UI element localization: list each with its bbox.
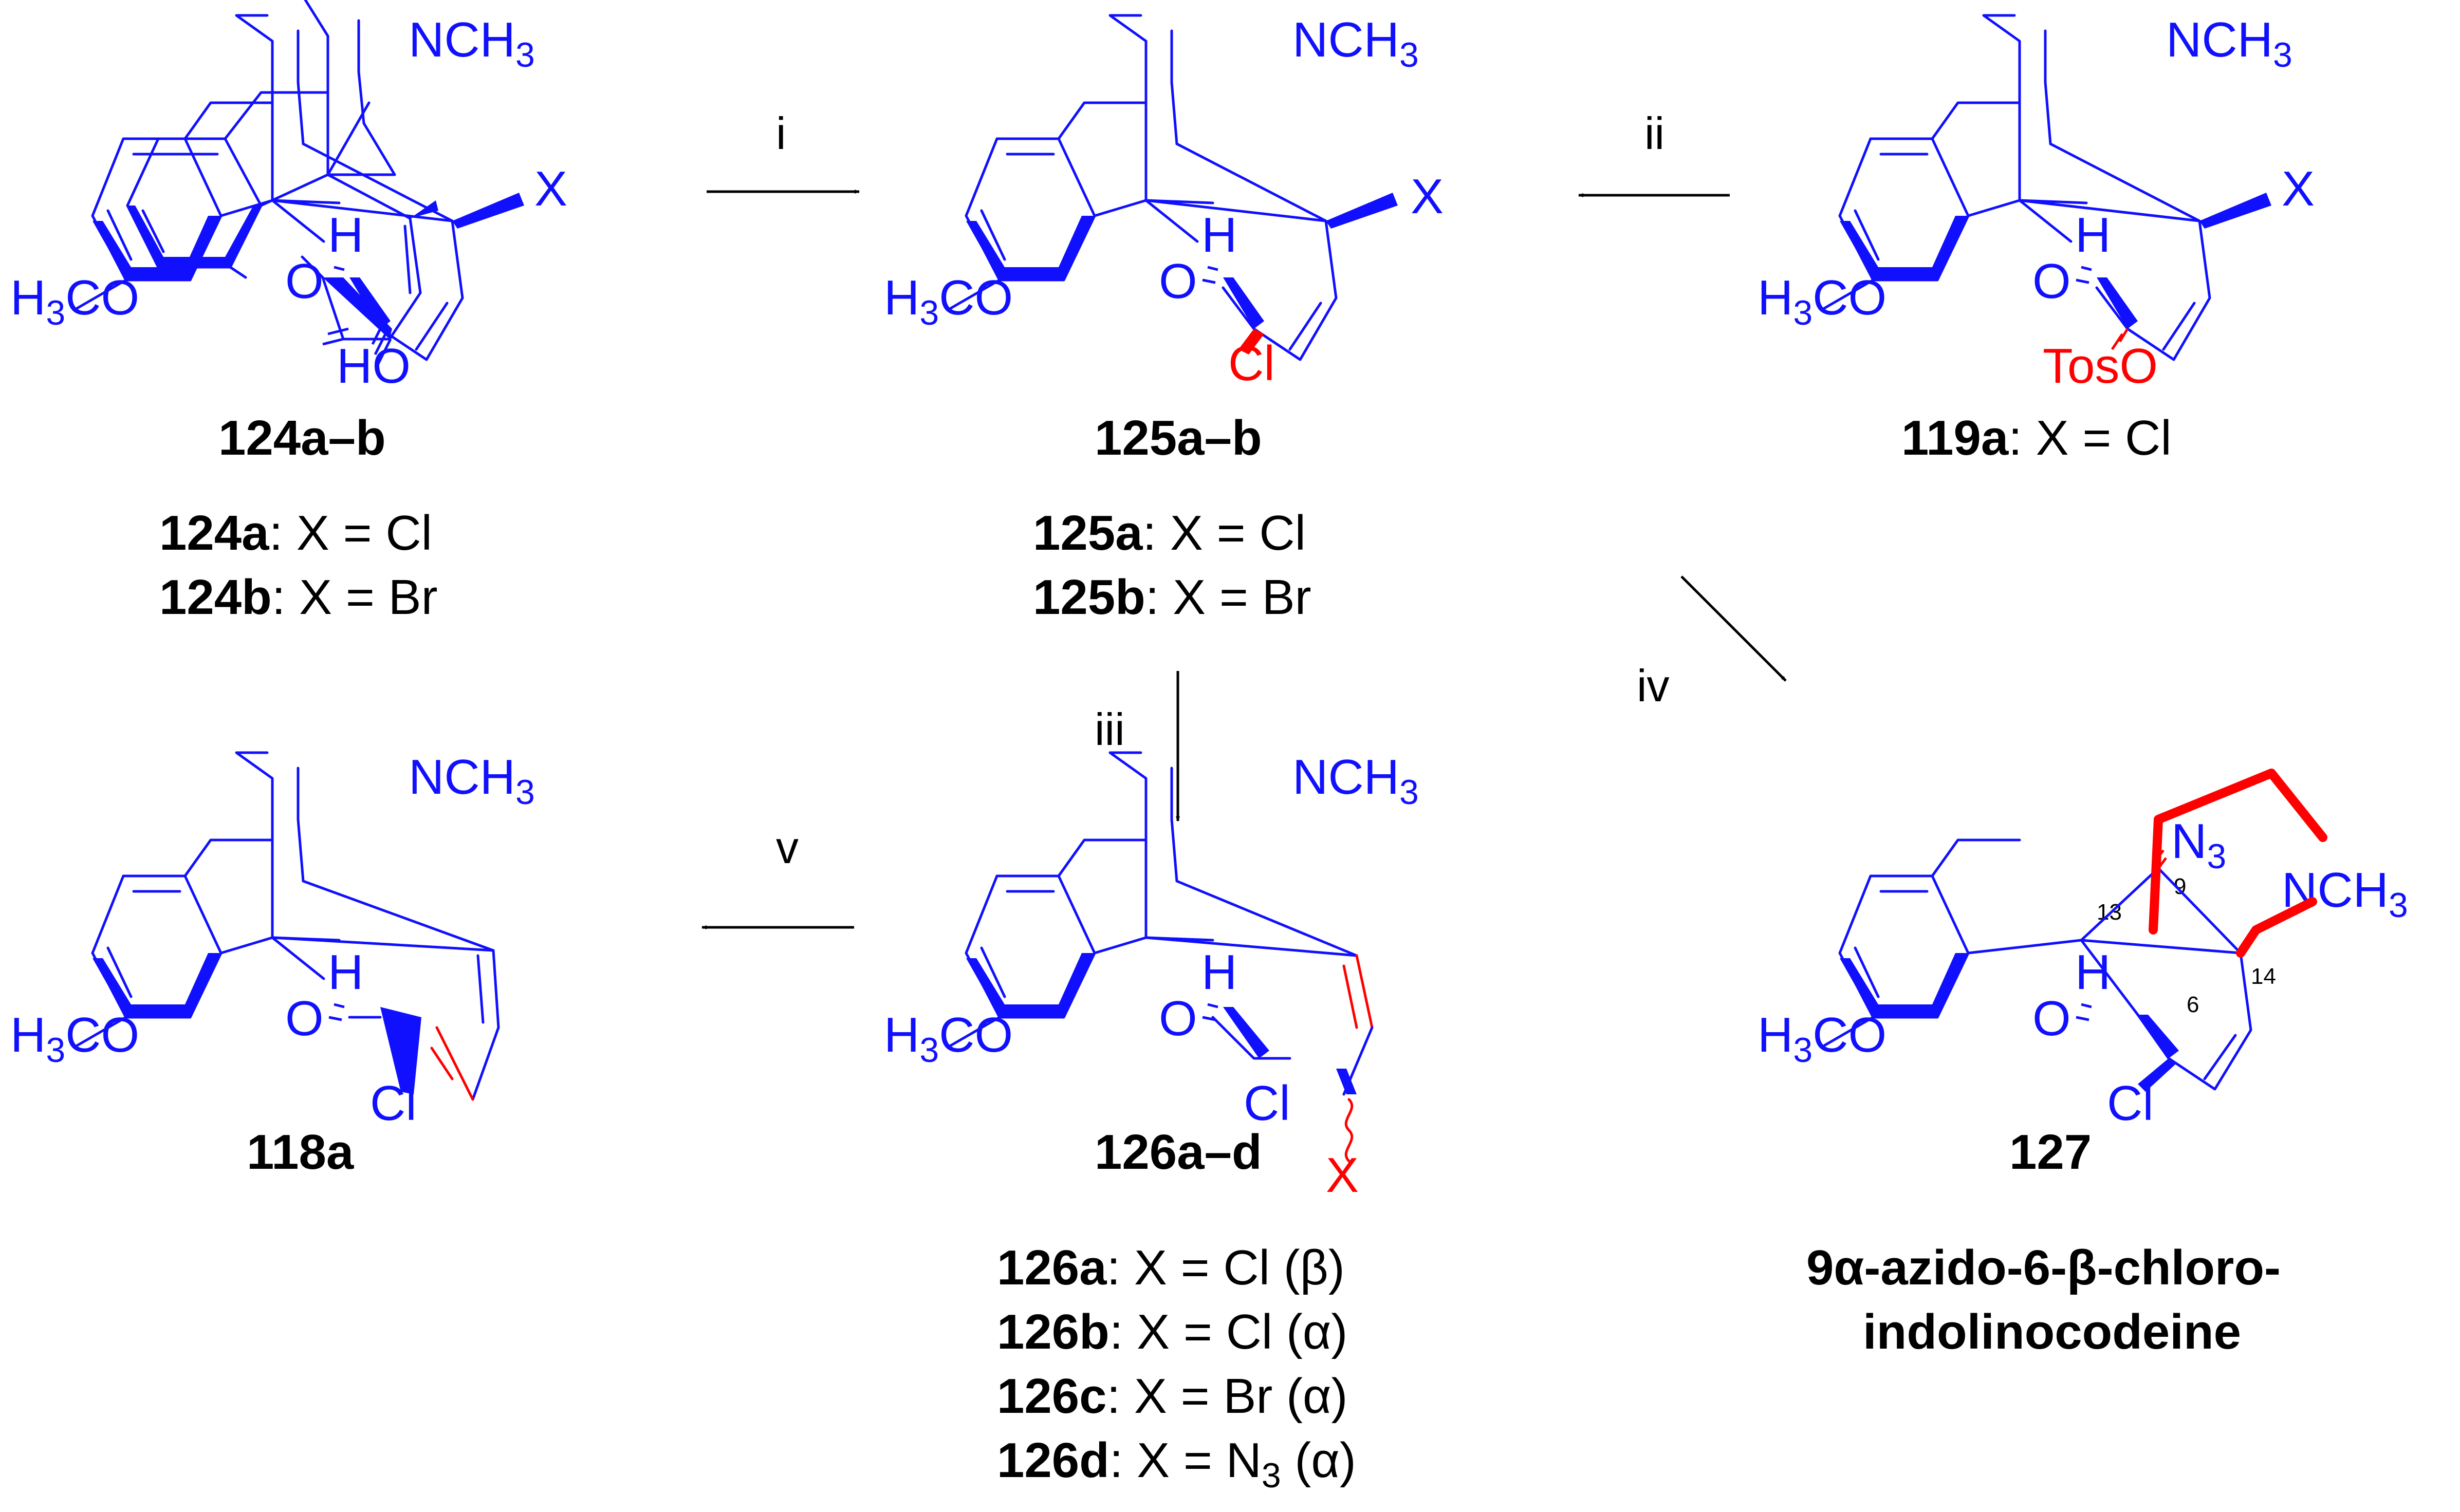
n-methyl-label: NCH3 — [1292, 12, 1419, 74]
azide-label: N3 — [2171, 814, 2226, 876]
compound-label-127: 127 — [2009, 1125, 2092, 1180]
atoms-126: NCH3 H3CO O H Cl X — [884, 750, 1419, 1203]
arrow-iv: iv — [1637, 575, 1787, 711]
compound-label-118: 118a — [247, 1125, 354, 1180]
label-118: 118a — [247, 1125, 354, 1180]
label-126: 126a–d 126a: X = Cl (β) 126b: X = Cl (α)… — [997, 1125, 1356, 1495]
condition-iii: iii — [1095, 704, 1125, 755]
hydroxy-label: HO — [337, 339, 411, 394]
oxygen-label: O — [285, 254, 324, 309]
atoms-125: NCH3 H3CO O H X Cl — [884, 12, 1444, 391]
bonds-124 — [76, 14, 524, 366]
methoxy-label: H3CO — [884, 270, 1013, 332]
n-methyl-label: NCH3 — [2282, 863, 2408, 925]
oxygen-label: O — [1159, 254, 1197, 309]
compound-label-126: 126a–d — [1095, 1125, 1262, 1180]
tosyloxy-label: TosO — [2043, 339, 2158, 394]
atoms-118: NCH3 H3CO O H Cl — [10, 750, 535, 1131]
variant-126d: 126d: X = N3 (α) — [997, 1433, 1356, 1495]
n-methyl-label: NCH3 — [2166, 12, 2292, 74]
x-substituent-label: X — [2282, 161, 2315, 216]
condition-v: v — [776, 822, 799, 873]
bonds-119 — [1823, 14, 2271, 361]
compound-label-125: 125a–b — [1095, 410, 1262, 465]
methoxy-label: H3CO — [884, 1007, 1013, 1070]
oxygen-label: O — [285, 991, 324, 1046]
hydrogen-label: H — [1201, 945, 1237, 1000]
locant-6: 6 — [2187, 992, 2199, 1017]
n-methyl-label: NCH3 — [409, 12, 535, 74]
n-methyl-label: NCH3 — [409, 750, 535, 812]
x-substituent-label: X — [1411, 169, 1444, 224]
label-119: 119a: X = Cl — [1901, 410, 2172, 465]
hydrogen-label: H — [2075, 208, 2111, 263]
atoms-127: NCH3 H3CO O H Cl N3 13 9 14 6 — [1758, 814, 2408, 1131]
variant-126a: 126a: X = Cl (β) — [997, 1240, 1345, 1295]
compound-name-line2: indolinocodeine — [1863, 1304, 2241, 1359]
bonds-125 — [949, 14, 1398, 361]
x-substituent-label: X — [1326, 1148, 1359, 1203]
variant-126b: 126b: X = Cl (α) — [997, 1304, 1347, 1359]
label-127: 127 9α-azido-6-β-chloro- indolinocodeine — [1806, 1125, 2281, 1359]
locant-14: 14 — [2251, 964, 2276, 989]
arrow-iii: iii — [1095, 671, 1180, 822]
variant-125b: 125b: X = Br — [1033, 570, 1311, 625]
compound-name-line1: 9α-azido-6-β-chloro- — [1806, 1240, 2281, 1295]
condition-iv: iv — [1637, 660, 1670, 711]
oxygen-label: O — [2032, 991, 2071, 1046]
n-methyl-label: NCH3 — [1292, 750, 1419, 812]
x-substituent-label: X — [534, 161, 567, 216]
variant-124a: 124a: X = Cl — [159, 506, 432, 561]
condition-ii: ii — [1644, 108, 1664, 159]
structure-124 — [127, 0, 438, 346]
methoxy-label: H3CO — [10, 1007, 139, 1070]
methoxy-label: H3CO — [10, 270, 139, 332]
arrow-ii: ii — [1578, 108, 1730, 197]
variant-126c: 126c: X = Br (α) — [997, 1369, 1347, 1424]
oxygen-label: O — [2032, 254, 2071, 309]
hydrogen-label: H — [328, 945, 363, 1000]
condition-i: i — [776, 108, 786, 159]
label-125: 125a–b 125a: X = Cl 125b: X = Br — [1033, 410, 1311, 625]
methoxy-label: H3CO — [1758, 270, 1886, 332]
bonds-127 — [1823, 769, 2327, 1092]
hydrogen-label: H — [1201, 208, 1237, 263]
bonds-118 — [76, 751, 500, 1101]
compound-label-124: 124a–b — [218, 410, 386, 465]
methoxy-label: H3CO — [1758, 1007, 1886, 1070]
oxygen-label: O — [1159, 991, 1197, 1046]
arrow-i: i — [707, 108, 860, 194]
compound-label-119: 119a: X = Cl — [1901, 410, 2172, 465]
variant-124b: 124b: X = Br — [159, 570, 438, 625]
bonds-126 — [949, 751, 1374, 1163]
variant-125a: 125a: X = Cl — [1033, 506, 1306, 561]
arrow-v: v — [701, 822, 854, 929]
hydrogen-label: H — [328, 208, 363, 263]
atoms-119: NCH3 H3CO O H X TosO — [1758, 12, 2315, 394]
chloro-label: Cl — [1244, 1076, 1290, 1131]
atoms-124: NCH3 H3CO O H X HO — [10, 12, 567, 394]
label-124: 124a–b 124a: X = Cl 124b: X = Br — [159, 410, 438, 625]
